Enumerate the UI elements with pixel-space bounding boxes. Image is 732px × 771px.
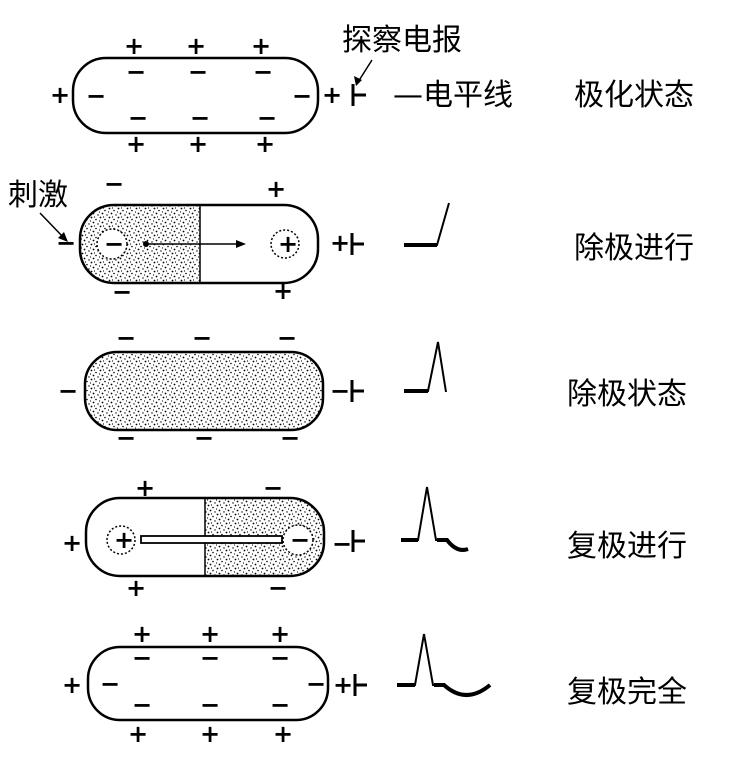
row-depolarizing: − + − + − + − + 刺激 除极进行 [8, 170, 694, 306]
minus-sign: − [268, 574, 288, 602]
cell-polarized [71, 56, 320, 135]
minus-sign: − [112, 278, 132, 306]
row-depolarized: − − − − − − − − 除极状态 [58, 324, 687, 452]
electrode-icon [351, 84, 366, 106]
minus-sign: − [332, 530, 352, 558]
minus-sign: − [188, 58, 208, 86]
baseline-label: —电平线 [393, 78, 513, 113]
electrode-icon [351, 530, 365, 552]
plus-sign: + [62, 529, 82, 557]
minus-sign: − [292, 82, 312, 110]
probe-pointer [357, 59, 373, 83]
plus-sign: + [114, 526, 134, 554]
minus-sign: − [277, 324, 297, 352]
plus-sign: + [200, 720, 220, 748]
positive-pole [270, 229, 300, 259]
minus-sign: − [132, 644, 152, 672]
minus-sign: − [270, 644, 290, 672]
stimulus-pointer [39, 212, 65, 239]
plus-sign: + [273, 277, 293, 305]
minus-sign: − [104, 230, 124, 258]
electrode-icon [353, 674, 367, 696]
positive-pole [106, 525, 136, 555]
minus-sign: − [290, 526, 310, 554]
negative-pole [96, 228, 128, 260]
minus-sign: − [58, 377, 78, 405]
state-label: 极化状态 [574, 78, 694, 113]
minus-sign: − [263, 474, 283, 502]
stimulus-pointer-head [58, 232, 68, 242]
plus-sign: + [188, 130, 208, 158]
electrode-icon [350, 233, 364, 255]
repolarization-vector [140, 535, 283, 544]
plus-sign: + [255, 130, 275, 158]
plus-sign: + [270, 620, 290, 648]
minus-sign: − [116, 424, 136, 452]
row-repolarizing: + − + − + − + − 复极进行 [62, 474, 687, 602]
plus-sign: + [251, 32, 271, 60]
state-label: 复极进行 [567, 529, 687, 564]
plus-sign: + [278, 230, 298, 258]
cell-depolarizing [78, 203, 320, 285]
ecg-trace [404, 202, 450, 246]
minus-sign: − [200, 691, 220, 719]
minus-sign: − [330, 377, 350, 405]
minus-sign: − [116, 324, 136, 352]
minus-sign: − [194, 424, 214, 452]
stimulus-label: 刺激 [8, 178, 68, 213]
negative-pole [282, 524, 314, 556]
minus-sign: − [132, 691, 152, 719]
plus-sign: + [124, 32, 144, 60]
minus-sign: − [190, 104, 210, 132]
state-label: 复极完全 [567, 675, 687, 710]
plus-sign: + [126, 130, 146, 158]
plus-sign: + [266, 175, 286, 203]
minus-sign: − [192, 324, 212, 352]
plus-sign: + [50, 81, 70, 109]
plus-sign: + [333, 671, 353, 699]
plus-sign: + [322, 81, 342, 109]
probe-label: 探察电报 [342, 23, 462, 58]
cell-repolarized [86, 645, 330, 722]
cell-depolarized [83, 350, 325, 432]
minus-sign: − [253, 58, 273, 86]
plus-sign: + [128, 720, 148, 748]
minus-sign: − [270, 691, 290, 719]
minus-sign: − [128, 104, 148, 132]
minus-sign: − [257, 104, 277, 132]
state-label: 除极状态 [567, 377, 687, 412]
state-label: 除极进行 [574, 231, 694, 266]
plus-sign: + [186, 32, 206, 60]
plus-sign: + [273, 720, 293, 748]
vector-arrowhead [236, 240, 246, 248]
row-polarized: + + + − − − − − − + + + + − − + 探察电报 —电平… [50, 23, 694, 158]
minus-sign: − [86, 82, 106, 110]
plus-sign: + [200, 620, 220, 648]
minus-sign: − [100, 670, 120, 698]
probe-pointer-head [354, 76, 362, 86]
plus-sign: + [135, 474, 155, 502]
minus-sign: − [280, 424, 300, 452]
plus-sign: + [132, 620, 152, 648]
plus-sign: + [126, 574, 146, 602]
plus-sign: + [330, 229, 350, 257]
minus-sign: − [104, 170, 124, 198]
electrode-icon [350, 380, 364, 402]
minus-sign: − [126, 58, 146, 86]
row-repolarized: + + + − − − − − − + + + + − − + 复极完全 [62, 620, 687, 748]
ecg-trace [404, 341, 447, 393]
minus-sign: − [306, 670, 326, 698]
plus-sign: + [62, 671, 82, 699]
minus-sign: − [200, 644, 220, 672]
